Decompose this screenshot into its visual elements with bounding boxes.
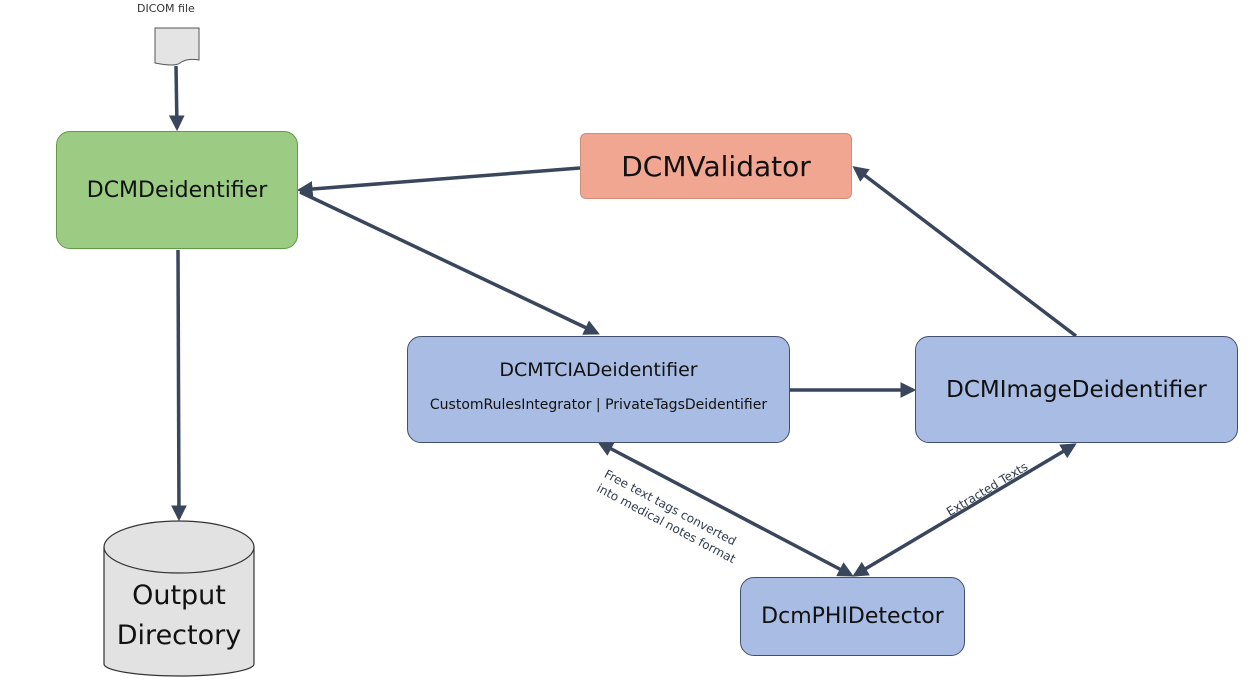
file-label: DICOM file [137, 2, 195, 15]
output-directory-label: Output Directory [103, 576, 255, 656]
node-dcm-tcia-deidentifier[interactable]: DCMTCIADeidentifier CustomRulesIntegrato… [407, 336, 790, 443]
edge-tcia-phi-bidirectional [597, 441, 854, 577]
edge-deidentifier-to-output [171, 249, 187, 522]
output-line-1: Output [132, 580, 226, 611]
edge-deidentifier-to-tcia [299, 190, 600, 335]
database-cylinder-icon [103, 520, 255, 677]
node-label: DcmPHIDetector [761, 604, 944, 629]
node-dcm-deidentifier[interactable]: DCMDeidentifier [56, 131, 298, 249]
node-label: DCMValidator [621, 149, 811, 183]
node-label: DCMDeidentifier [86, 177, 268, 203]
node-label: DCMTCIADeidentifier [499, 359, 698, 381]
node-label: DCMImageDeidentifier [946, 376, 1207, 403]
node-dcm-phi-detector[interactable]: DcmPHIDetector [740, 577, 965, 656]
edge-file-to-deidentifier [168, 65, 185, 132]
edge-image-to-validator [852, 166, 1078, 338]
edge-image-phi-bidirectional [852, 443, 1077, 577]
document-icon [154, 27, 200, 66]
node-dcm-image-deidentifier[interactable]: DCMImageDeidentifier [915, 336, 1238, 443]
node-dcm-validator[interactable]: DCMValidator [580, 133, 852, 199]
output-line-2: Directory [116, 620, 242, 651]
edge-validator-to-deidentifier [296, 166, 581, 197]
node-sublabel: CustomRulesIntegrator | PrivateTagsDeide… [429, 397, 768, 413]
